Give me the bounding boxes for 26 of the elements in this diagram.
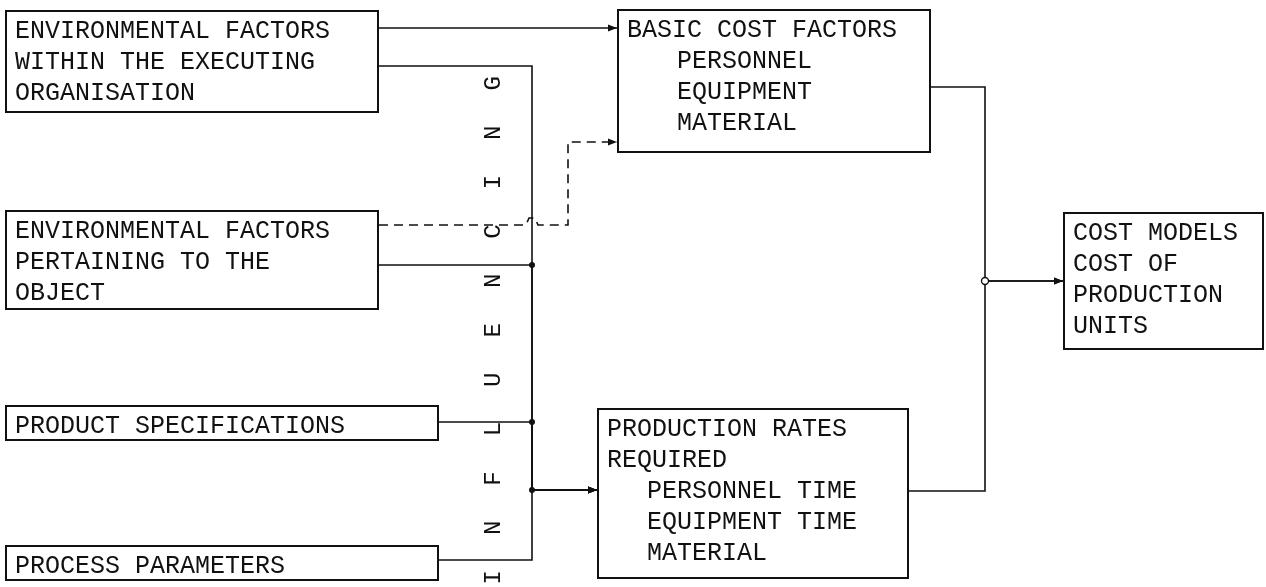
process-box [597,408,909,579]
dashed-arrow [378,138,618,226]
vertical-label: INFLUENCING [478,40,507,585]
box-text: PROCESS PARAMETERS [15,551,287,582]
box-text: COST OF PRODUCTION UNITS [1073,249,1225,342]
box-text: PRODUCT SPECIFICATIONS [15,411,347,442]
process-box [5,405,439,441]
process-box [617,9,931,153]
box-text: BASIC COST FACTORS [627,15,899,46]
box-text: MATERIAL [676,108,799,139]
box-text: ENVIRONMENTAL FACTORS PERTAINING TO THE OBJECT [15,216,332,309]
box-text: COST MODELS [1073,218,1240,249]
box-text: PERSONNEL [676,46,814,77]
box-text: MATERIAL [646,538,769,569]
process-box [1063,212,1264,350]
box-text: EQUIPMENT TIME [646,507,859,538]
process-box [5,10,379,113]
box-text: PRODUCTION RATES REQUIRED [607,414,849,476]
box-text: PERSONNEL TIME [646,476,859,507]
process-box [5,545,439,581]
process-box [5,210,379,310]
arrow [378,24,618,32]
box-text: ENVIRONMENTAL FACTORS WITHIN THE EXECUTING ORGANISATION [15,16,332,109]
arrow [908,277,1064,492]
arrow [438,486,598,561]
box-text: EQUIPMENT [676,77,814,108]
